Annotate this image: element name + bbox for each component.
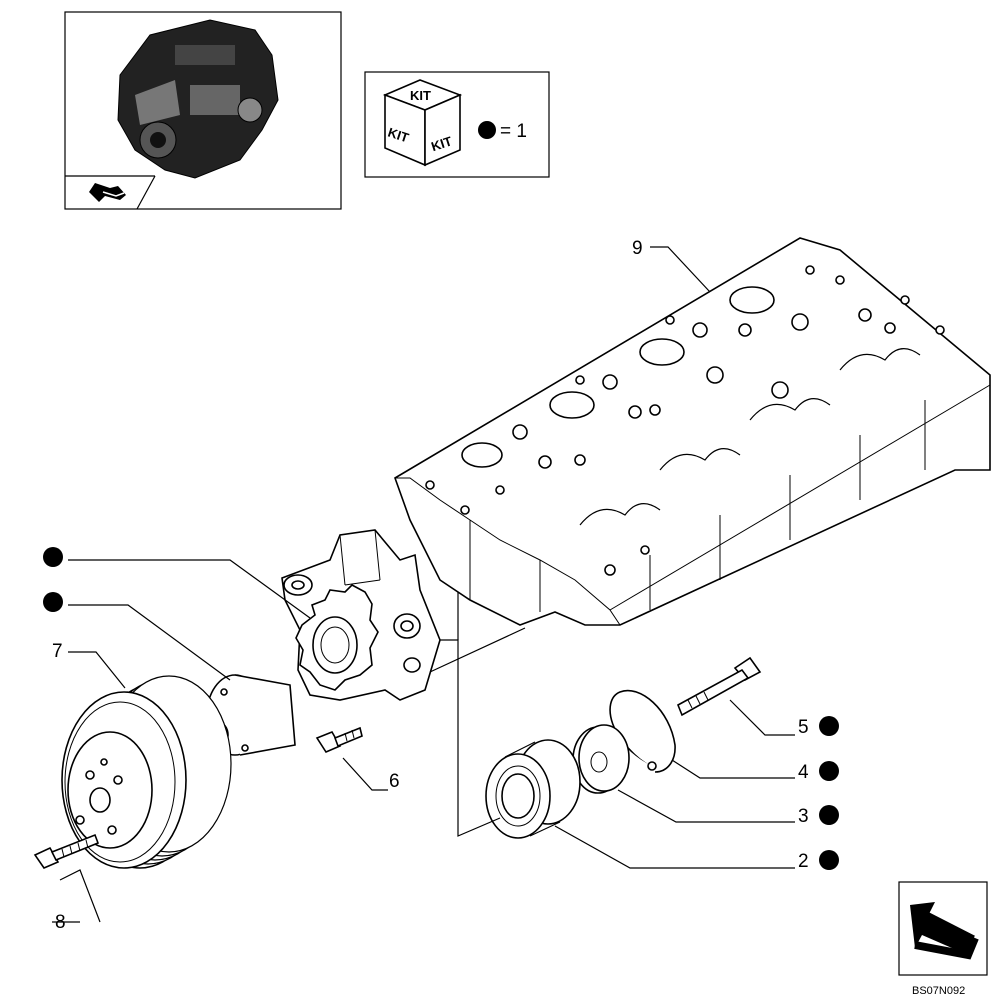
- engine-thumbnail-box[interactable]: [64, 11, 342, 210]
- kit-cube-left-label: KIT: [386, 125, 411, 146]
- kit-dot-icon: [819, 805, 839, 825]
- kit-equals-text: = 1: [500, 121, 527, 142]
- leader-lines: [52, 246, 795, 923]
- bolt-5-part[interactable]: [676, 656, 762, 717]
- kit-dot-icon: [819, 850, 839, 870]
- kit-dot-icon: [819, 716, 839, 736]
- cylinder-head-part[interactable]: [394, 237, 991, 626]
- water-pump-housing-part[interactable]: [281, 529, 441, 701]
- callout-9: 9: [632, 238, 643, 259]
- callout-8: 8: [55, 912, 66, 933]
- drawing-code: BS07N092: [912, 985, 965, 997]
- bearing-2-part[interactable]: [485, 739, 581, 839]
- callout-2: 2: [798, 851, 809, 872]
- kit-dot-icon: [819, 761, 839, 781]
- bolt-8-part[interactable]: [33, 833, 100, 869]
- callout-6: 6: [389, 771, 400, 792]
- kit-dot-icon: [478, 121, 496, 139]
- kit-cube-icon: KIT KIT KIT: [382, 79, 463, 167]
- back-arrow-icon[interactable]: [89, 183, 126, 202]
- kit-cube-top-label: KIT: [410, 88, 431, 103]
- bolt-6-part[interactable]: [315, 726, 363, 754]
- kit-dot-icon: [43, 547, 63, 567]
- next-page-arrow-button[interactable]: [898, 881, 988, 976]
- callout-4: 4: [798, 762, 809, 783]
- next-page-arrow-icon: [910, 902, 979, 960]
- kit-dot-icon: [43, 592, 63, 612]
- kit-legend-box: KIT KIT KIT = 1: [364, 71, 550, 178]
- callout-7: 7: [52, 641, 63, 662]
- engine-thumbnail-icon: [117, 19, 279, 179]
- seal-3-part[interactable]: [572, 724, 630, 794]
- callout-5: 5: [798, 717, 809, 738]
- pulley-part[interactable]: [61, 675, 232, 869]
- kit-cube-right-label: KIT: [429, 133, 454, 154]
- callout-3: 3: [798, 806, 809, 827]
